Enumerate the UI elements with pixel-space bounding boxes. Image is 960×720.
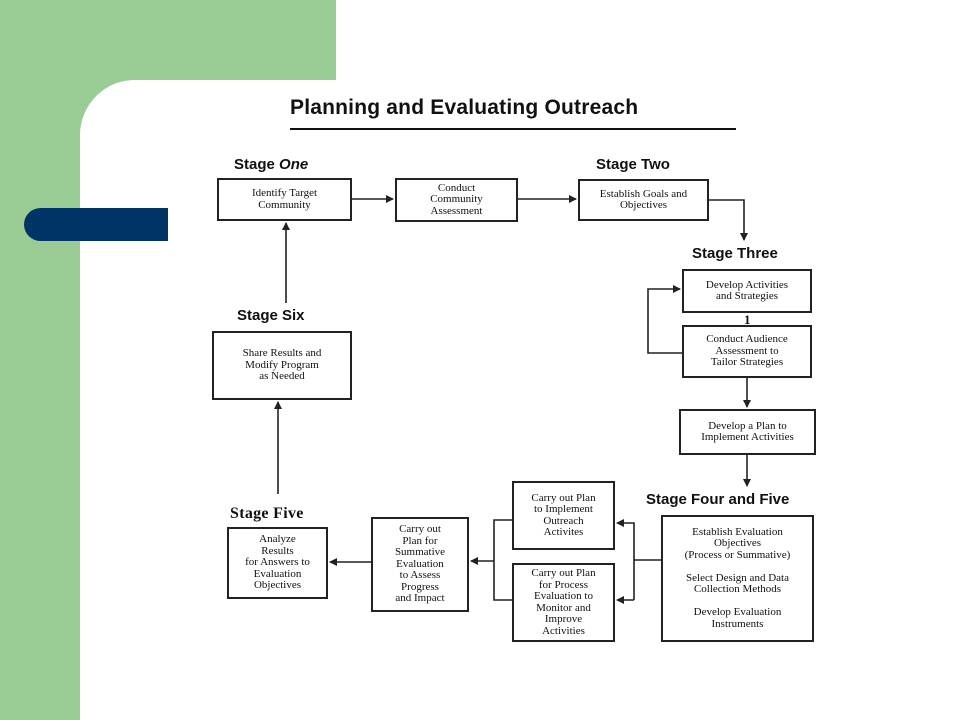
audience-assessment-box: Conduct Audience Assessment to Tailor St… [682, 325, 812, 378]
analyze-results-box: Analyze Results for Answers to Evaluatio… [227, 527, 328, 599]
carry-out-outreach-box: Carry out Plan to Implement Outreach Act… [512, 481, 615, 550]
stage-one-suffix: One [279, 156, 309, 173]
stage-three-marker: 1 [744, 312, 751, 327]
accent-tab [24, 208, 168, 241]
conduct-community-assessment-box: Conduct Community Assessment [395, 178, 518, 222]
stage-one-label: Stage One [234, 156, 308, 173]
identify-target-community-box: Identify Target Community [217, 178, 352, 221]
evaluation-objectives-box: Establish Evaluation Objectives (Process… [661, 515, 814, 642]
stage-six-label: Stage Six [237, 307, 305, 324]
stage-one-prefix: Stage [234, 156, 275, 173]
carry-out-summative-evaluation-box: Carry out Plan for Summative Evaluation … [371, 517, 469, 612]
develop-activities-box: Develop Activities and Strategies [682, 269, 812, 313]
stage-two-label: Stage Two [596, 156, 670, 173]
carry-out-process-evaluation-box: Carry out Plan for Process Evaluation to… [512, 563, 615, 642]
page-title: Planning and Evaluating Outreach [290, 96, 639, 119]
stage-four-five-label: Stage Four and Five [646, 491, 790, 508]
develop-plan-box: Develop a Plan to Implement Activities [679, 409, 816, 455]
establish-goals-box: Establish Goals and Objectives [578, 179, 709, 221]
stage-three-label: Stage Three [692, 245, 778, 262]
title-underline [290, 128, 736, 130]
background-left-strip [0, 80, 80, 720]
stage-five-label: Stage Five [230, 505, 304, 522]
share-results-box: Share Results and Modify Program as Need… [212, 331, 352, 400]
